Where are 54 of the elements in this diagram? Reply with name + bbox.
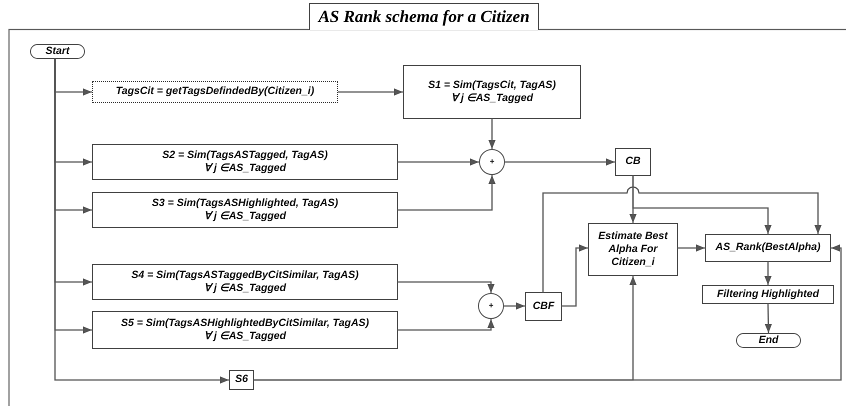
node-label: CB — [625, 155, 641, 169]
arrow — [504, 302, 525, 310]
node-label: S3 = Sim(TagsASHighlighted, TagAS) — [152, 196, 338, 210]
arrow — [398, 175, 496, 211]
arrow — [632, 176, 772, 234]
process-box — [92, 192, 398, 228]
arrow — [54, 59, 229, 384]
process-box — [403, 65, 581, 119]
diagram-title: AS Rank schema for a Citizen — [309, 3, 539, 30]
node-condition: ∀ j ∈AS_Tagged — [204, 282, 286, 296]
arrow — [562, 244, 588, 307]
arrow — [398, 319, 495, 331]
arrow — [398, 158, 479, 166]
node-label: CBF — [532, 300, 554, 314]
node-condition: ∀ j ∈AS_Tagged — [450, 92, 534, 106]
node-condition: ∀ j ∈AS_Tagged — [204, 210, 286, 224]
arrow — [398, 281, 495, 293]
node-condition: ∀ j ∈AS_Tagged — [204, 330, 286, 344]
process-box — [702, 285, 834, 304]
node-label: S1 = Sim(TagsCit, TagAS) — [428, 78, 556, 92]
sum-circle — [479, 149, 505, 175]
process-box — [588, 223, 678, 276]
node-label: End — [758, 334, 778, 348]
node-label: S5 = Sim(TagsASHighlightedByCitSimilar, TagAS) — [120, 316, 370, 330]
node-label: Filtering Highlighted — [716, 288, 820, 302]
node-label: S4 = Sim(TagsASTaggedByCitSimilar, TagAS) — [131, 268, 359, 282]
arrow — [488, 119, 496, 149]
process-box — [525, 292, 562, 321]
sum-circle — [478, 293, 504, 319]
node-label: S6 — [235, 373, 248, 387]
arrow — [338, 88, 403, 96]
process-box — [92, 311, 398, 349]
plus-sign: + — [490, 157, 494, 167]
process-box — [92, 264, 398, 300]
arrow — [764, 262, 772, 285]
node-label: Estimate Best Alpha For Citizen_i — [597, 230, 669, 270]
plus-sign: + — [488, 301, 494, 311]
start-terminal — [30, 44, 85, 59]
arrow — [505, 158, 615, 166]
end-terminal — [736, 333, 801, 348]
arrow — [254, 244, 842, 381]
node-label: Start — [46, 44, 70, 58]
arrow — [764, 304, 772, 334]
node-label: S2 = Sim(TagsASTagged, TagAS) — [162, 148, 328, 162]
process-box — [705, 234, 831, 262]
arrow — [542, 186, 822, 292]
process-box — [92, 81, 338, 103]
process-box — [229, 370, 254, 390]
node-label: AS_Rank(BestAlpha) — [715, 241, 821, 255]
process-box — [92, 144, 398, 180]
node-condition: ∀ j ∈AS_Tagged — [204, 162, 286, 176]
process-box — [615, 148, 651, 176]
arrow — [678, 244, 705, 252]
node-label: TagsCit = getTagsDefindedBy(Citizen_i) — [116, 85, 314, 99]
